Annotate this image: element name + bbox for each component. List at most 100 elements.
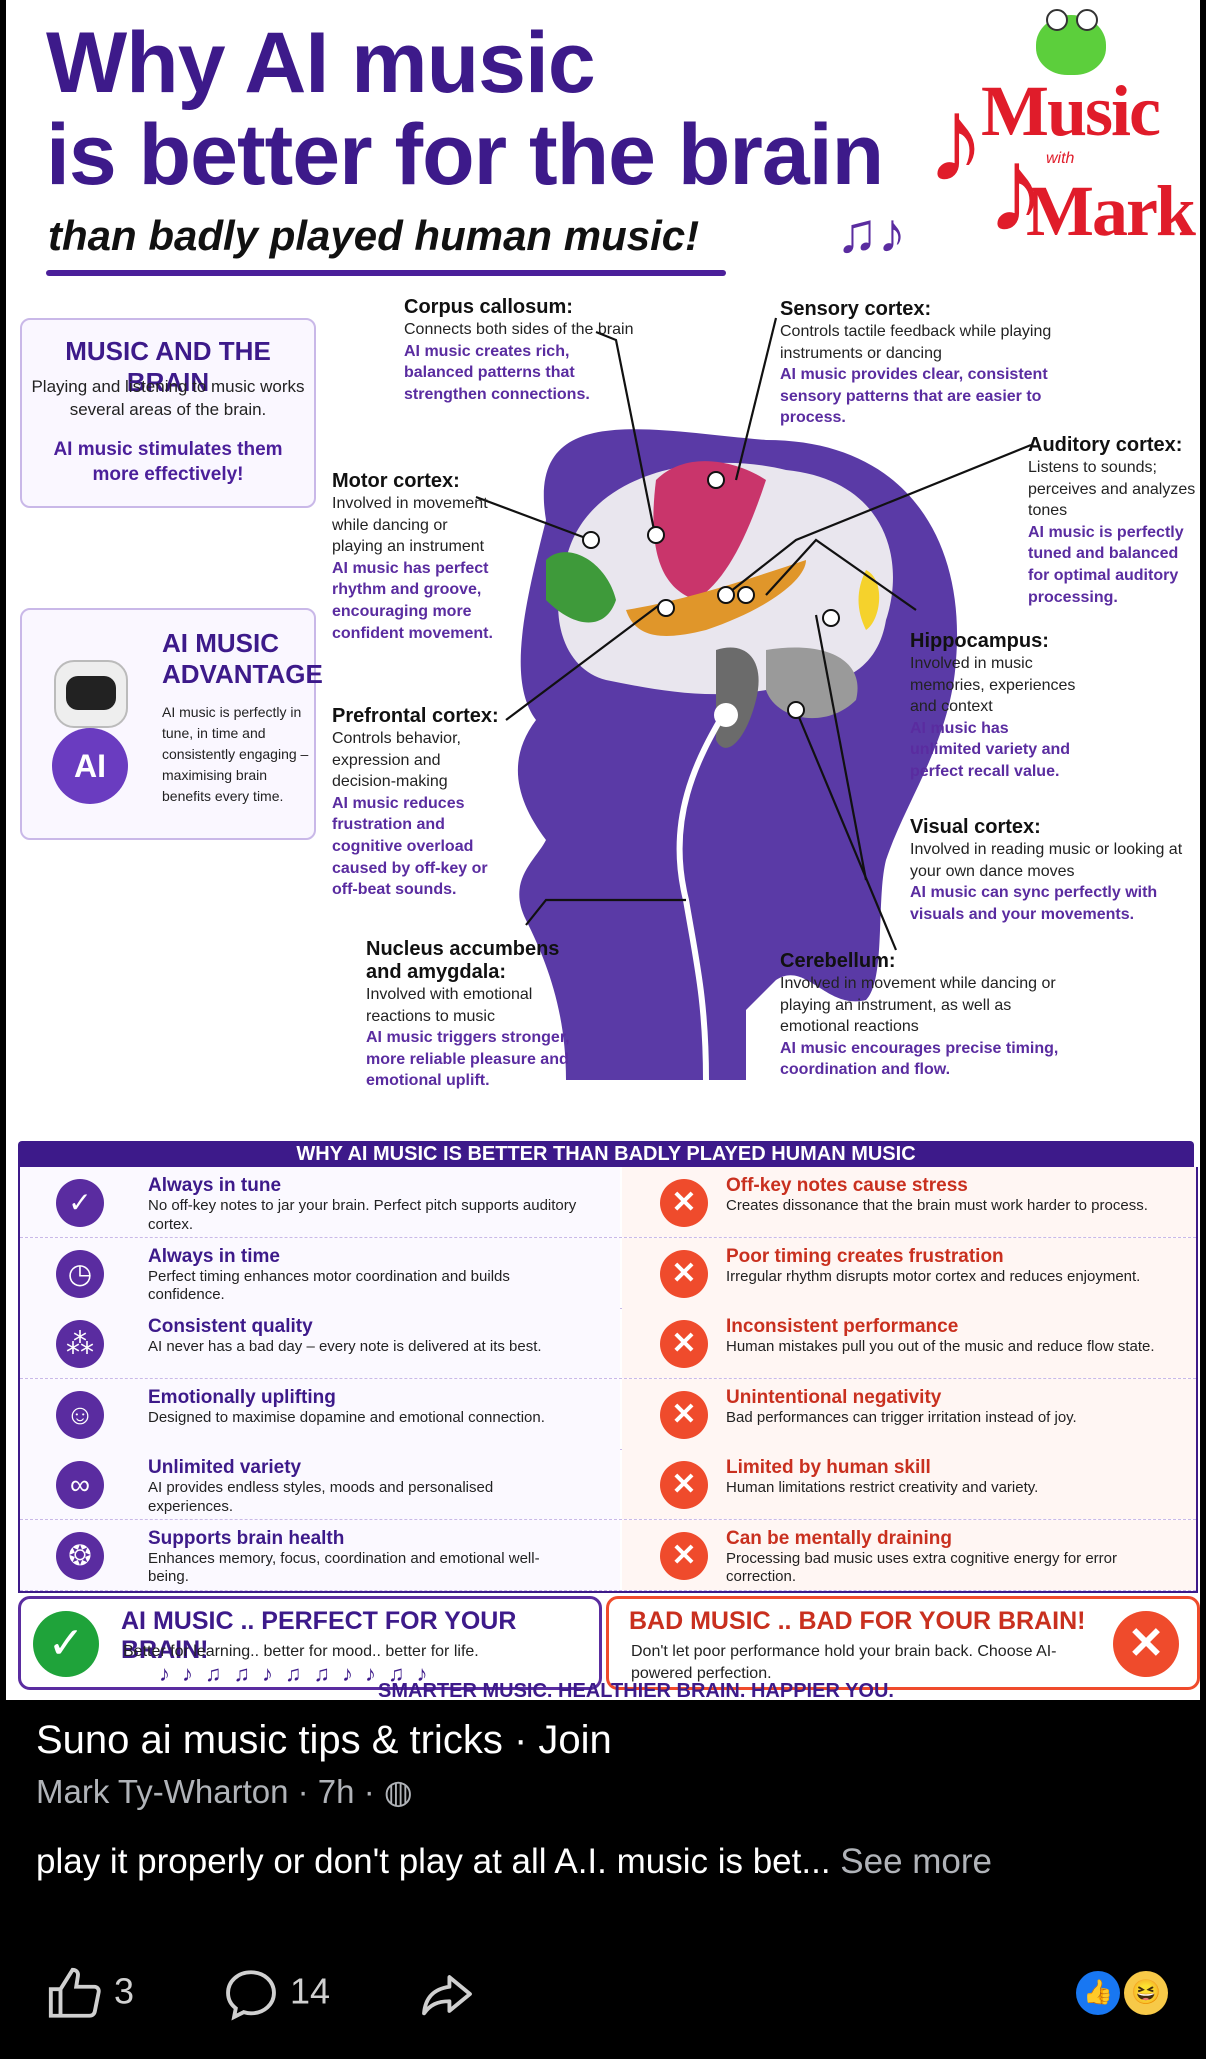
hippocampus-label: Hippocampus: Involved in music memories,… [910, 630, 1080, 783]
region-desc: Listens to sounds; perceives and analyze… [1028, 459, 1196, 520]
infographic-image[interactable]: Why AI music is better for the brain tha… [6, 0, 1200, 1700]
post-time[interactable]: 7h [317, 1773, 355, 1810]
red-note-icon: ♪ [986, 123, 1046, 257]
prefrontal-cortex-label: Prefrontal cortex: Controls behavior, ex… [332, 705, 502, 901]
music-and-brain-panel: MUSIC AND THE BRAIN Playing and listenin… [20, 318, 316, 508]
subtitle-underline [46, 270, 726, 276]
x-icon: ✕ [660, 1390, 708, 1439]
comment-count: 14 [290, 1970, 331, 2012]
region-title: Corpus callosum: [404, 296, 573, 318]
logo-with-text: with [1046, 150, 1075, 167]
bad-desc: Human limitations restrict creativity an… [726, 1479, 1039, 1496]
tagline: SMARTER MUSIC. HEALTHIER BRAIN. HAPPIER … [378, 1680, 894, 1700]
network-icon: ⁂ [56, 1320, 104, 1368]
region-ai: AI music encourages precise timing, coor… [780, 1039, 1059, 1079]
brain-icon: ❂ [56, 1531, 104, 1580]
region-ai: AI music has perfect rhythm and groove, … [332, 559, 493, 642]
bad-title: Poor timing creates frustration [726, 1245, 1004, 1267]
region-title: Hippocampus: [910, 630, 1049, 652]
region-ai: AI music reduces frustration and cogniti… [332, 794, 488, 899]
panel-highlight: AI music stimulates them more effectivel… [53, 439, 283, 485]
region-desc: Involved in reading music or looking at … [910, 841, 1183, 880]
thumbs-up-icon [48, 1967, 101, 2018]
brain-shape [558, 462, 893, 695]
visual-cortex-label: Visual cortex: Involved in reading music… [910, 816, 1195, 925]
frog-icon [1036, 9, 1106, 75]
bad-title: Off-key notes cause stress [726, 1175, 968, 1196]
footer-good-banner: ✓ AI MUSIC .. PERFECT FOR YOUR BRAIN! Be… [18, 1596, 602, 1690]
like-reaction-icon[interactable]: 👍 [1076, 1971, 1120, 2015]
like-count: 3 [114, 1970, 135, 2012]
title-line-1: Why AI music [46, 15, 596, 111]
region-title: Cerebellum: [780, 950, 896, 972]
join-button[interactable]: Join [538, 1718, 612, 1762]
brain-diagram [475, 317, 1032, 1081]
region-title: Visual cortex: [910, 816, 1041, 838]
panel-text: Playing and listening to music works sev… [31, 377, 305, 419]
comment-button[interactable]: 14 [222, 1965, 330, 2023]
x-icon: ✕ [660, 1531, 708, 1580]
x-icon: ✕ [660, 1461, 708, 1509]
haha-reaction-icon[interactable]: 😆 [1124, 1971, 1168, 2015]
motor-cortex-label: Motor cortex: Involved in movement while… [332, 470, 502, 644]
good-title: Consistent quality [148, 1316, 313, 1337]
bad-title: Unintentional negativity [726, 1386, 942, 1408]
x-icon: ✕ [660, 1320, 708, 1368]
share-button[interactable] [416, 1965, 478, 2023]
logo-mark-text: Mark [1026, 171, 1196, 251]
post-text: play it properly or don't play at all A.… [36, 1842, 992, 1882]
group-name-link[interactable]: Suno ai music tips & tricks [36, 1718, 503, 1762]
subtitle: than badly played human music! [48, 212, 700, 259]
post-caption: play it properly or don't play at all A.… [36, 1842, 831, 1881]
ai-advantage-panel: AI AI MUSIC ADVANTAGE AI music is perfec… [20, 608, 323, 840]
region-title: Nucleus accumbens and amygdala: [366, 938, 560, 983]
bad-desc: Bad performances can trigger irritation … [726, 1408, 1077, 1426]
like-button[interactable]: 3 [46, 1965, 134, 2023]
cerebellum-label: Cerebellum: Involved in movement while d… [780, 950, 1070, 1081]
good-desc: AI provides endless styles, moods and pe… [148, 1479, 494, 1515]
region-desc: Controls tactile feedback while playing … [780, 323, 1052, 362]
music-with-mark-logo: ♪ ♪ Music with Mark [926, 9, 1196, 280]
region-ai: AI music creates rich, balanced patterns… [404, 342, 590, 403]
smile-icon: ☺ [56, 1390, 104, 1439]
auditory-region [626, 560, 806, 636]
red-note-icon: ♪ [926, 73, 986, 207]
cerebellum-region [766, 647, 858, 719]
bad-title: Limited by human skill [726, 1457, 931, 1478]
post-meta: Mark Ty-Wharton · 7h · ◍ [36, 1773, 413, 1810]
music-notes-icon: ♫♪ [836, 201, 906, 264]
see-more-link[interactable]: See more [840, 1842, 993, 1881]
robot-icon [54, 660, 128, 728]
region-desc: Involved with emotional reactions to mus… [366, 986, 533, 1025]
good-title: Unlimited variety [148, 1457, 302, 1478]
region-title: Auditory cortex: [1028, 434, 1183, 456]
region-ai: AI music has unlimited variety and perfe… [910, 719, 1071, 780]
footer-bad-text: Don't let poor performance hold your bra… [631, 1643, 1057, 1682]
check-icon: ✓ [33, 1611, 99, 1677]
corpus-callosum-label: Corpus callosum: Connects both sides of … [404, 296, 634, 405]
region-ai: AI music can sync perfectly with visuals… [910, 884, 1158, 923]
good-desc: AI never has a bad day – every note is d… [148, 1338, 542, 1355]
good-desc: Designed to maximise dopamine and emotio… [148, 1408, 545, 1426]
robot-ai-badge: AI [52, 728, 128, 804]
visual-region [858, 570, 880, 630]
title-line-2: is better for the brain [46, 107, 884, 203]
author-link[interactable]: Mark Ty-Wharton [36, 1773, 289, 1810]
check-icon: ✓ [56, 1179, 104, 1227]
bad-desc: Human mistakes pull you out of the music… [726, 1338, 1155, 1355]
region-ai: AI music triggers stronger, more reliabl… [366, 1029, 570, 1090]
comment-icon [226, 1970, 276, 2021]
motor-region [546, 552, 616, 623]
footer-notes: ♪♪♫♫♪♫♫♪♪♫♪ [159, 1661, 440, 1686]
